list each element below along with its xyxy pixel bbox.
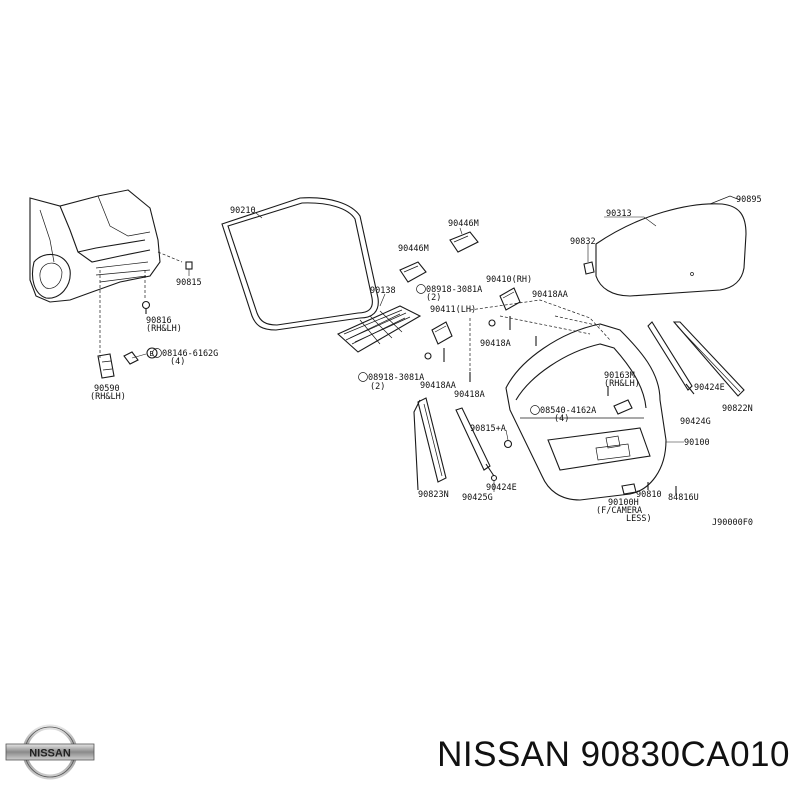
label-qty-2-bottom: (2) (370, 382, 385, 392)
label-90822n: 90822N (722, 404, 753, 414)
label-qty-2-top: (2) (426, 293, 441, 303)
label-90313: 90313 (606, 209, 632, 219)
label-90138: 90138 (370, 286, 396, 296)
label-90210: 90210 (230, 206, 256, 216)
car-rear-illustration (29, 189, 161, 303)
label-08146-6162g: 08146-6162G (162, 349, 218, 359)
label-rh-lh-90816: (RH&LH) (146, 324, 182, 334)
label-90100: 90100 (684, 438, 710, 448)
back-glass-90313 (583, 195, 747, 297)
label-90411-lh: 90411(LH) (430, 305, 476, 315)
hinge-90590: B (97, 347, 158, 379)
part-labels: 90895 90313 90832 90210 90446M 90446M 90… (90, 195, 762, 528)
circle-markers (152, 284, 540, 415)
nissan-logo: NISSAN (5, 724, 95, 780)
label-90895: 90895 (736, 195, 762, 205)
garnish-90823n (413, 397, 447, 491)
label-rh-lh-90590: (RH&LH) (90, 392, 126, 402)
label-rh-lh-90163m: (RH&LH) (604, 379, 640, 389)
label-90418aa-bottom: 90418AA (420, 381, 456, 391)
clip-90446m-left (399, 261, 427, 283)
clip-90446m-right (449, 227, 479, 253)
label-08540-4162a: 08540-4162A (540, 406, 596, 416)
label-90100h: 90100H (608, 498, 639, 508)
clip-90815 (185, 261, 193, 276)
label-08918-3081a-top: 08918-3081A (426, 285, 482, 295)
bracket-90411 (424, 321, 471, 382)
label-90810: 90810 (636, 490, 662, 500)
bracket-90410 (488, 287, 521, 330)
label-90410-rh: 90410(RH) (486, 275, 532, 285)
label-08918-3081a-bottom: 08918-3081A (368, 373, 424, 383)
label-84816u: 84816U (668, 493, 699, 503)
label-90424e-left: 90424E (486, 483, 517, 493)
label-qty-4-left: (4) (170, 357, 185, 367)
logo-text: NISSAN (29, 748, 71, 760)
part-number-title: NISSAN 90830CA010 (437, 735, 790, 774)
label-90446m-b: 90446M (448, 219, 479, 229)
label-90418a-top: 90418A (480, 339, 511, 349)
label-90590: 90590 (94, 384, 120, 394)
stay-90424e-left (455, 407, 498, 492)
label-90424e-right: 90424E (694, 383, 725, 393)
trim-panel-90138 (337, 293, 422, 353)
label-90815a: 90815+A (470, 424, 506, 434)
label-less: LESS) (626, 514, 652, 524)
back-door-90100 (469, 299, 684, 501)
garnish-90822n (672, 321, 745, 397)
label-qty-4-right: (4) (554, 414, 569, 424)
label-90446m-a: 90446M (398, 244, 429, 254)
label-diagram-code: J90000F0 (712, 518, 753, 528)
label-90832: 90832 (570, 237, 596, 247)
stay-90424e (647, 321, 695, 395)
bolt-90816 (141, 300, 151, 314)
label-90163m: 90163M (604, 371, 635, 381)
label-f-camera: (F/CAMERA (596, 506, 642, 516)
label-90418aa-top: 90418AA (532, 290, 568, 300)
label-90424g: 90424G (680, 417, 711, 427)
label-90425g: 90425G (462, 493, 493, 503)
label-90418a-bottom: 90418A (454, 390, 485, 400)
label-90815: 90815 (176, 278, 202, 288)
clip-90815a (503, 429, 513, 449)
label-90823n: 90823N (418, 490, 449, 500)
label-90816: 90816 (146, 316, 172, 326)
weatherstrip-90210 (221, 197, 379, 331)
svg-text:B: B (150, 350, 154, 358)
